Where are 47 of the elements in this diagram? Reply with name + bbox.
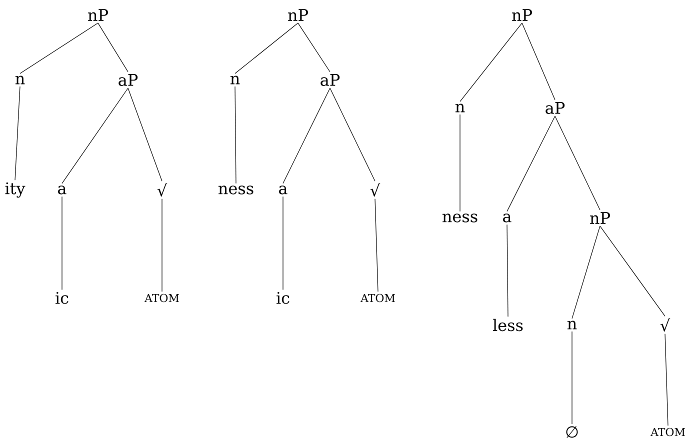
tree-label: n <box>230 76 240 84</box>
tree-label: ic <box>56 292 68 304</box>
tree-label: √ <box>370 183 380 197</box>
tree-branch <box>460 22 522 102</box>
tree-label: a <box>58 186 66 194</box>
tree-label: n <box>15 76 25 84</box>
tree-label: aP <box>320 74 340 86</box>
tree-label: nP <box>590 212 610 224</box>
tree-label: n <box>567 320 577 330</box>
tree-branch <box>298 22 330 72</box>
tree-label: nP <box>512 9 532 21</box>
tree-label: ATOM <box>650 428 685 436</box>
tree-branch <box>664 334 668 426</box>
tree-label: ness <box>218 186 254 194</box>
tree-branch <box>330 88 376 182</box>
tree-branch <box>522 22 556 100</box>
tree-branch <box>234 86 236 184</box>
tree-branch <box>282 88 330 184</box>
tree-label: a <box>279 186 288 194</box>
tree-label: √ <box>157 183 168 197</box>
tree-label: ic <box>276 292 290 304</box>
tree-branch <box>128 88 162 182</box>
tree-branch <box>554 116 600 210</box>
tree-label: ness <box>442 214 478 222</box>
tree-label: √ <box>660 318 670 332</box>
tree-label: nP <box>88 9 108 21</box>
tree-label: nP <box>288 9 308 21</box>
tree-label: ATOM <box>360 294 395 302</box>
tree-branch <box>572 226 600 319</box>
tree-branch <box>600 226 666 316</box>
tree-branch <box>20 22 98 74</box>
tree-label: ATOM <box>144 294 179 302</box>
tree-label: ∅ <box>566 426 578 438</box>
tree-label: ity <box>5 182 26 198</box>
tree-label: n <box>455 104 465 112</box>
tree-label: less <box>492 318 523 332</box>
tree-branch <box>282 196 284 290</box>
tree-branch <box>234 22 298 74</box>
tree-branch <box>506 116 556 212</box>
tree-branch <box>374 198 378 292</box>
tree-branch <box>14 86 20 180</box>
tree-label: a <box>503 214 512 222</box>
tree-branch <box>62 88 128 184</box>
tree-branch <box>506 224 508 317</box>
tree-branch <box>98 22 128 72</box>
tree-label: aP <box>118 74 138 86</box>
tree-label: aP <box>546 102 565 114</box>
